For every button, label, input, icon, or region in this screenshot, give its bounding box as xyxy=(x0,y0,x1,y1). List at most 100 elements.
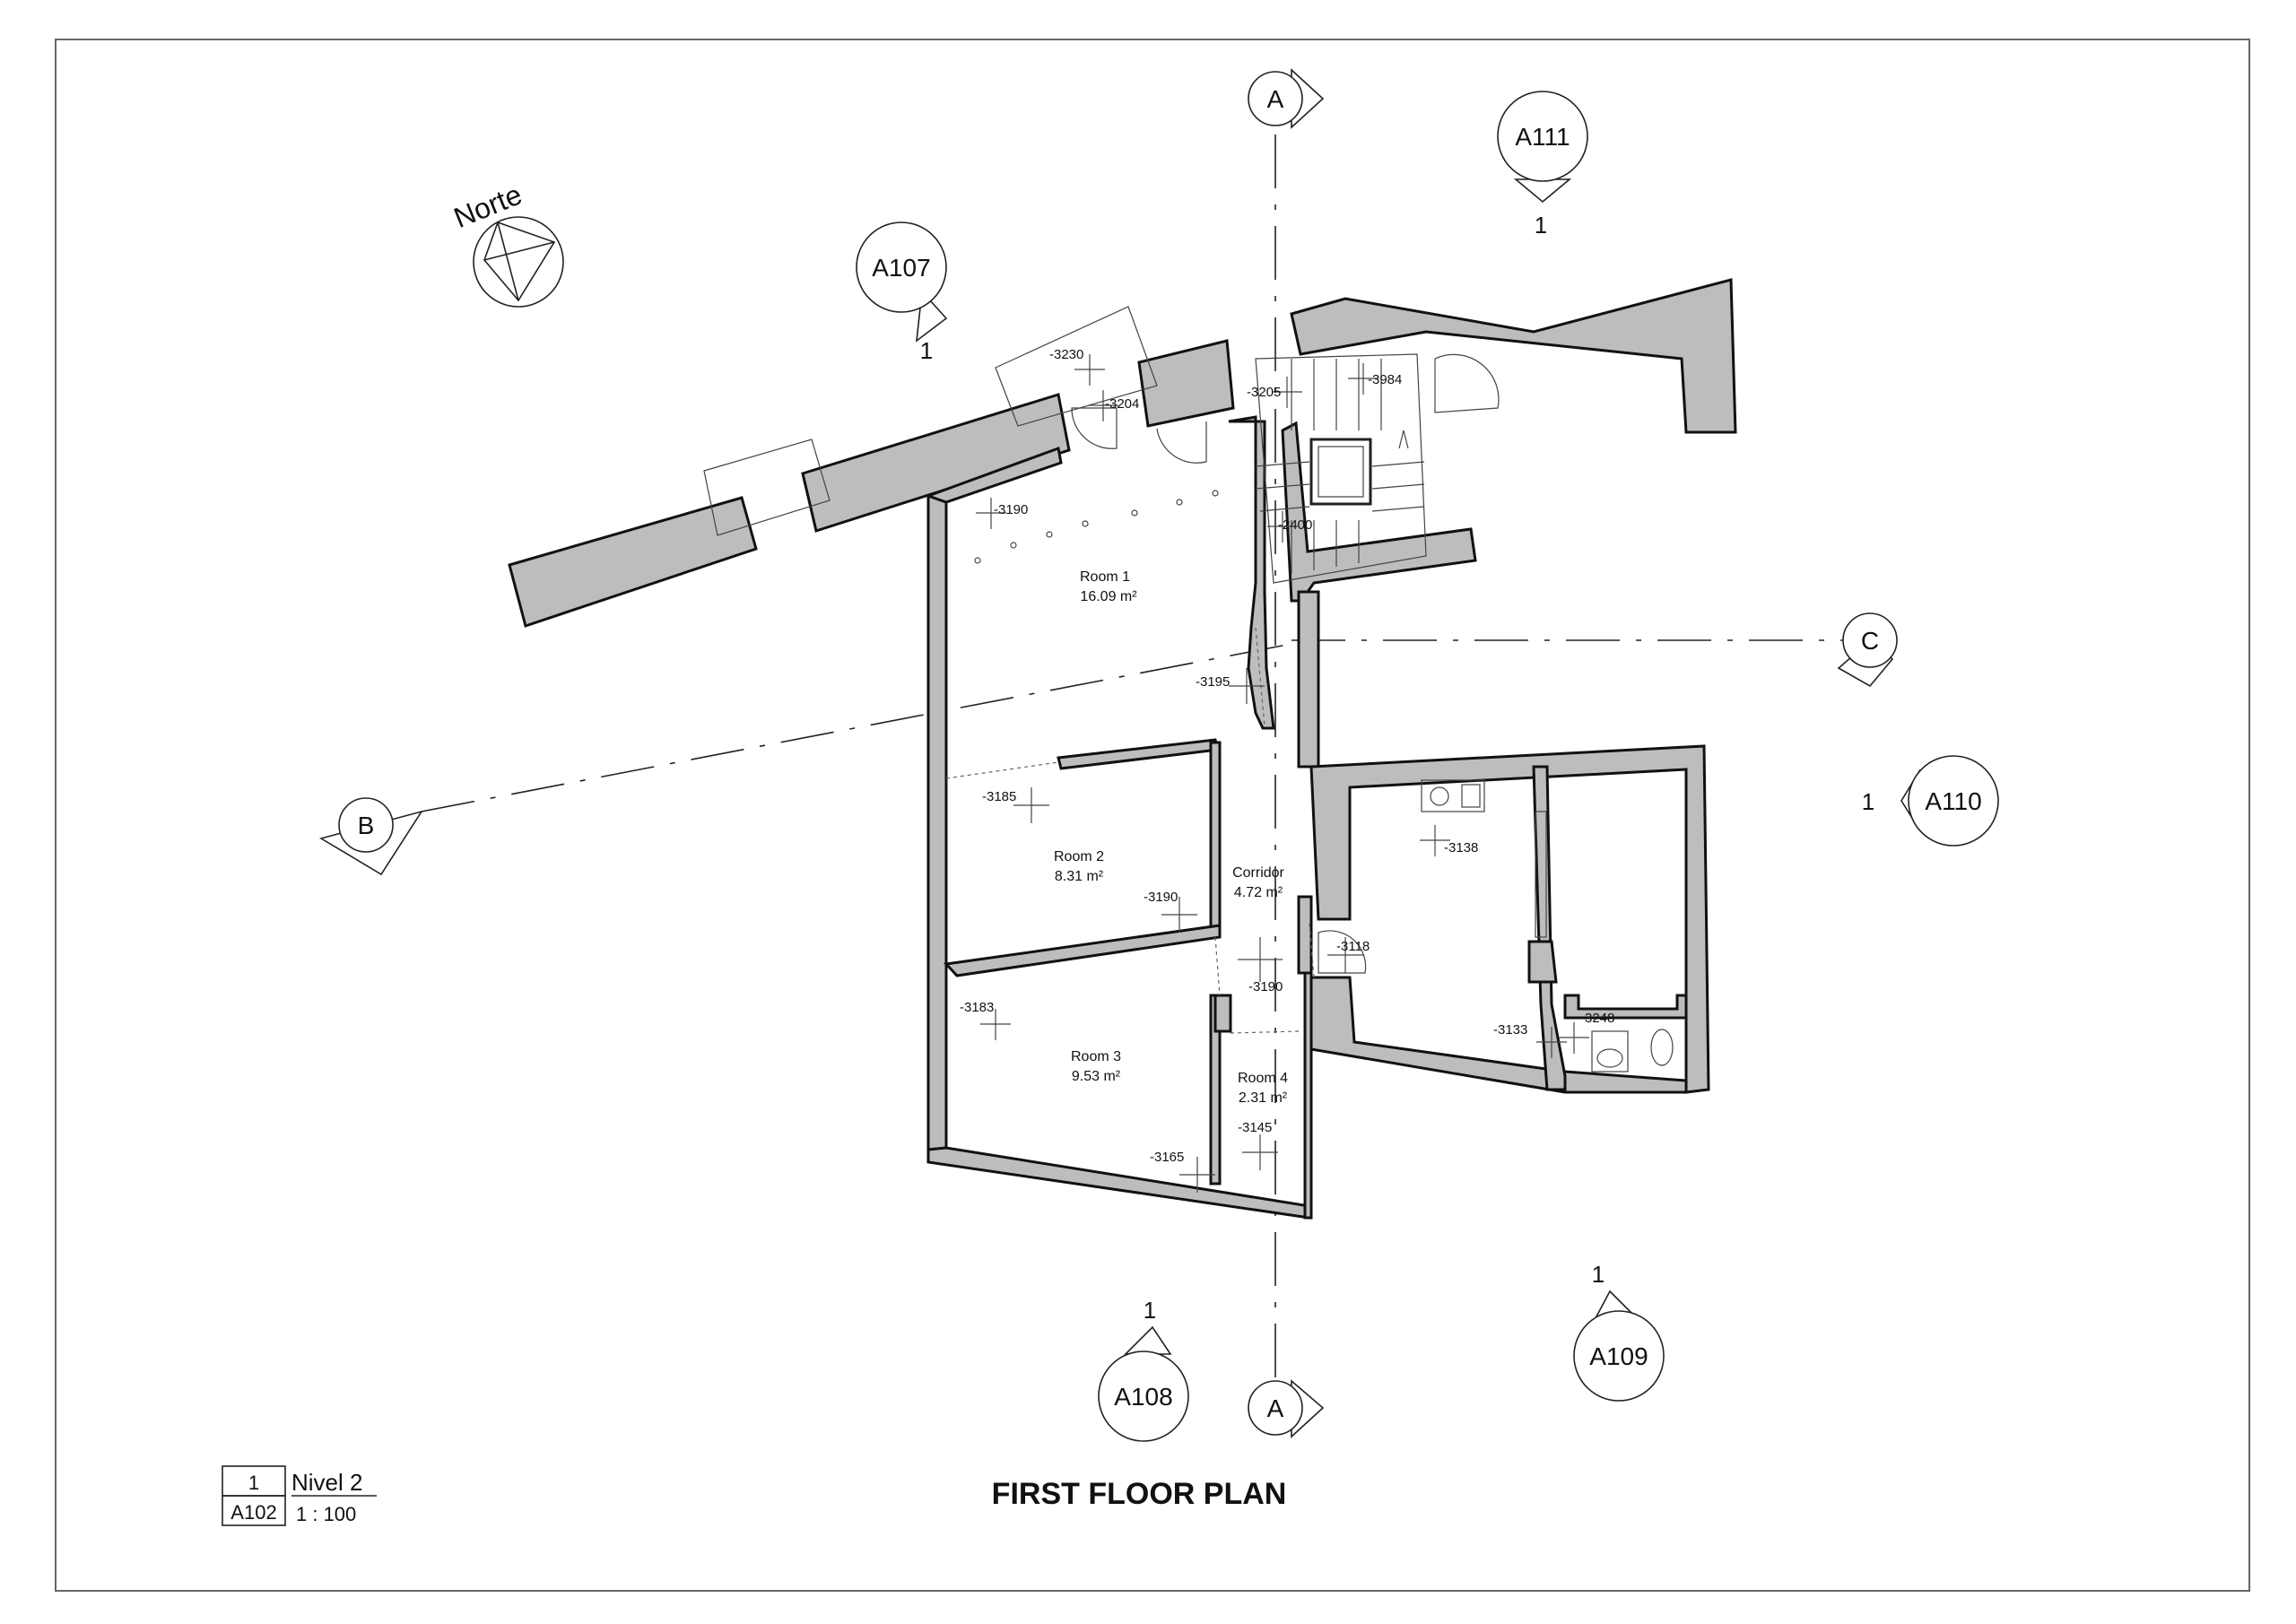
room4-area: 2.31 m² xyxy=(1239,1090,1288,1106)
section-marker-b: B xyxy=(318,797,423,876)
elevation-markers: A107 1 A111 1 A110 1 A109 1 A108 1 xyxy=(856,91,1999,1442)
wall-corridor-east xyxy=(1297,590,1320,769)
room1-name: Room 1 xyxy=(1080,569,1130,585)
level-label: -3190 xyxy=(1144,890,1178,905)
section-marker-a-top: A xyxy=(1248,68,1325,129)
ceiling-points xyxy=(974,490,1219,564)
level-marker: -3248 xyxy=(1559,1011,1614,1054)
window-east-wing xyxy=(1535,811,1547,938)
fixtures xyxy=(703,306,1674,1073)
room2-name: Room 2 xyxy=(1054,849,1104,864)
north-label: Norte xyxy=(449,178,526,234)
level-markers: -3230 -3204 -3205 -3984 -3190 -2400 -319… xyxy=(960,347,1614,1193)
opening-room1-corridor xyxy=(1255,627,1265,727)
section-marker-c: C xyxy=(1837,612,1898,688)
elevation-marker-a110: A110 1 xyxy=(1862,755,1999,847)
wall-room2-east xyxy=(1209,741,1222,934)
elevation-a111-number: 1 xyxy=(1535,212,1547,239)
level-marker: -3195 xyxy=(1196,668,1265,704)
level-label: -3230 xyxy=(1049,347,1083,362)
level-label: -3195 xyxy=(1196,674,1230,690)
elevation-marker-a111: A111 1 xyxy=(1497,91,1588,239)
elevation-a107-number: 1 xyxy=(920,337,933,364)
legend-sheet: A102 xyxy=(230,1501,276,1524)
level-marker: -3185 xyxy=(982,787,1049,823)
level-marker: -3190 xyxy=(1238,937,1283,994)
elevation-a108-number: 1 xyxy=(1144,1297,1156,1324)
toilet xyxy=(1650,1029,1674,1066)
level-label: -3185 xyxy=(982,789,1016,804)
legend-view-name: Nivel 2 xyxy=(291,1469,362,1496)
wall-west-strip xyxy=(508,496,758,628)
level-label: -3165 xyxy=(1150,1150,1184,1165)
wall-stair-core xyxy=(1228,415,1275,730)
level-label: -3190 xyxy=(994,502,1028,517)
wall-south xyxy=(926,1146,1311,1220)
room2-area: 8.31 m² xyxy=(1055,869,1104,884)
door-swing-1 xyxy=(1071,407,1118,449)
level-label: -3984 xyxy=(1368,372,1402,387)
level-label: -2400 xyxy=(1278,517,1312,533)
wall-room3-north-stub xyxy=(1213,994,1232,1033)
level-marker: -3205 xyxy=(1247,377,1302,408)
drawing-title: FIRST FLOOR PLAN xyxy=(992,1477,1287,1511)
door-swing-4 xyxy=(1318,930,1367,974)
level-label: -3248 xyxy=(1580,1011,1614,1026)
wall-main-west xyxy=(926,490,948,1151)
kitchen-counter xyxy=(1421,779,1485,812)
wall-east-wing-bath xyxy=(1563,994,1688,1020)
wall-east-wing-south xyxy=(1309,976,1688,1094)
corridor-name: Corridor xyxy=(1232,865,1284,881)
room4-name: Room 4 xyxy=(1238,1071,1288,1086)
level-marker: -3190 xyxy=(1144,890,1197,933)
level-label: -3205 xyxy=(1247,385,1281,400)
room3-area: 9.53 m² xyxy=(1072,1069,1121,1084)
balcony-north xyxy=(995,306,1158,427)
level-label: -3183 xyxy=(960,1000,994,1015)
level-marker: -3133 xyxy=(1493,1022,1567,1058)
elevation-a107-label: A107 xyxy=(872,254,930,282)
section-markers: A A C B xyxy=(318,68,1898,1438)
level-marker: -3118 xyxy=(1327,937,1370,973)
level-marker: -2400 xyxy=(1267,511,1312,543)
section-c-label: C xyxy=(1861,627,1879,655)
kitchen-sink xyxy=(1461,784,1481,808)
stair-treads xyxy=(1255,359,1425,574)
walls xyxy=(508,278,1737,1220)
level-marker: -3183 xyxy=(960,1000,1011,1040)
wall-north-segment xyxy=(801,393,1071,533)
level-label: -3118 xyxy=(1336,939,1370,954)
opening-room1-room2 xyxy=(945,761,1059,779)
level-marker: -3204 xyxy=(1088,390,1139,421)
section-marker-a-bottom: A xyxy=(1248,1379,1325,1438)
level-marker: -3165 xyxy=(1150,1150,1215,1193)
legend-number: 1 xyxy=(248,1472,259,1494)
opening-room2-corridor xyxy=(1214,936,1221,996)
elevation-a109-number: 1 xyxy=(1592,1261,1605,1288)
wash-basin xyxy=(1596,1048,1623,1068)
wall-room4-east xyxy=(1297,895,1313,975)
elevation-a108-label: A108 xyxy=(1114,1383,1172,1411)
level-label: -3204 xyxy=(1105,396,1139,412)
wall-east-wing-outer xyxy=(1309,744,1710,1094)
door-swing-3 xyxy=(1434,353,1500,413)
elevation-a110-label: A110 xyxy=(1925,787,1981,815)
level-marker: -3230 xyxy=(1049,347,1105,386)
stair-outline xyxy=(1255,353,1427,584)
level-marker: -3138 xyxy=(1420,825,1478,856)
north-arrow: Norte xyxy=(449,178,564,308)
opening-corridor-east xyxy=(1309,923,1315,978)
elevation-marker-a109: A109 1 xyxy=(1573,1261,1665,1402)
level-marker: -3984 xyxy=(1348,363,1402,395)
kitchen-hob xyxy=(1430,786,1449,806)
section-a-bottom-label: A xyxy=(1267,1394,1284,1422)
elevation-a110-number: 1 xyxy=(1862,788,1874,815)
level-label: -3133 xyxy=(1493,1022,1527,1038)
level-marker: -3145 xyxy=(1238,1120,1278,1170)
room3-name: Room 3 xyxy=(1071,1049,1121,1064)
section-b-label: B xyxy=(358,812,375,839)
sheet-border xyxy=(55,39,2250,1592)
stair-well xyxy=(1309,438,1372,506)
level-label: -3138 xyxy=(1444,840,1478,855)
shower-tray xyxy=(1591,1030,1629,1073)
